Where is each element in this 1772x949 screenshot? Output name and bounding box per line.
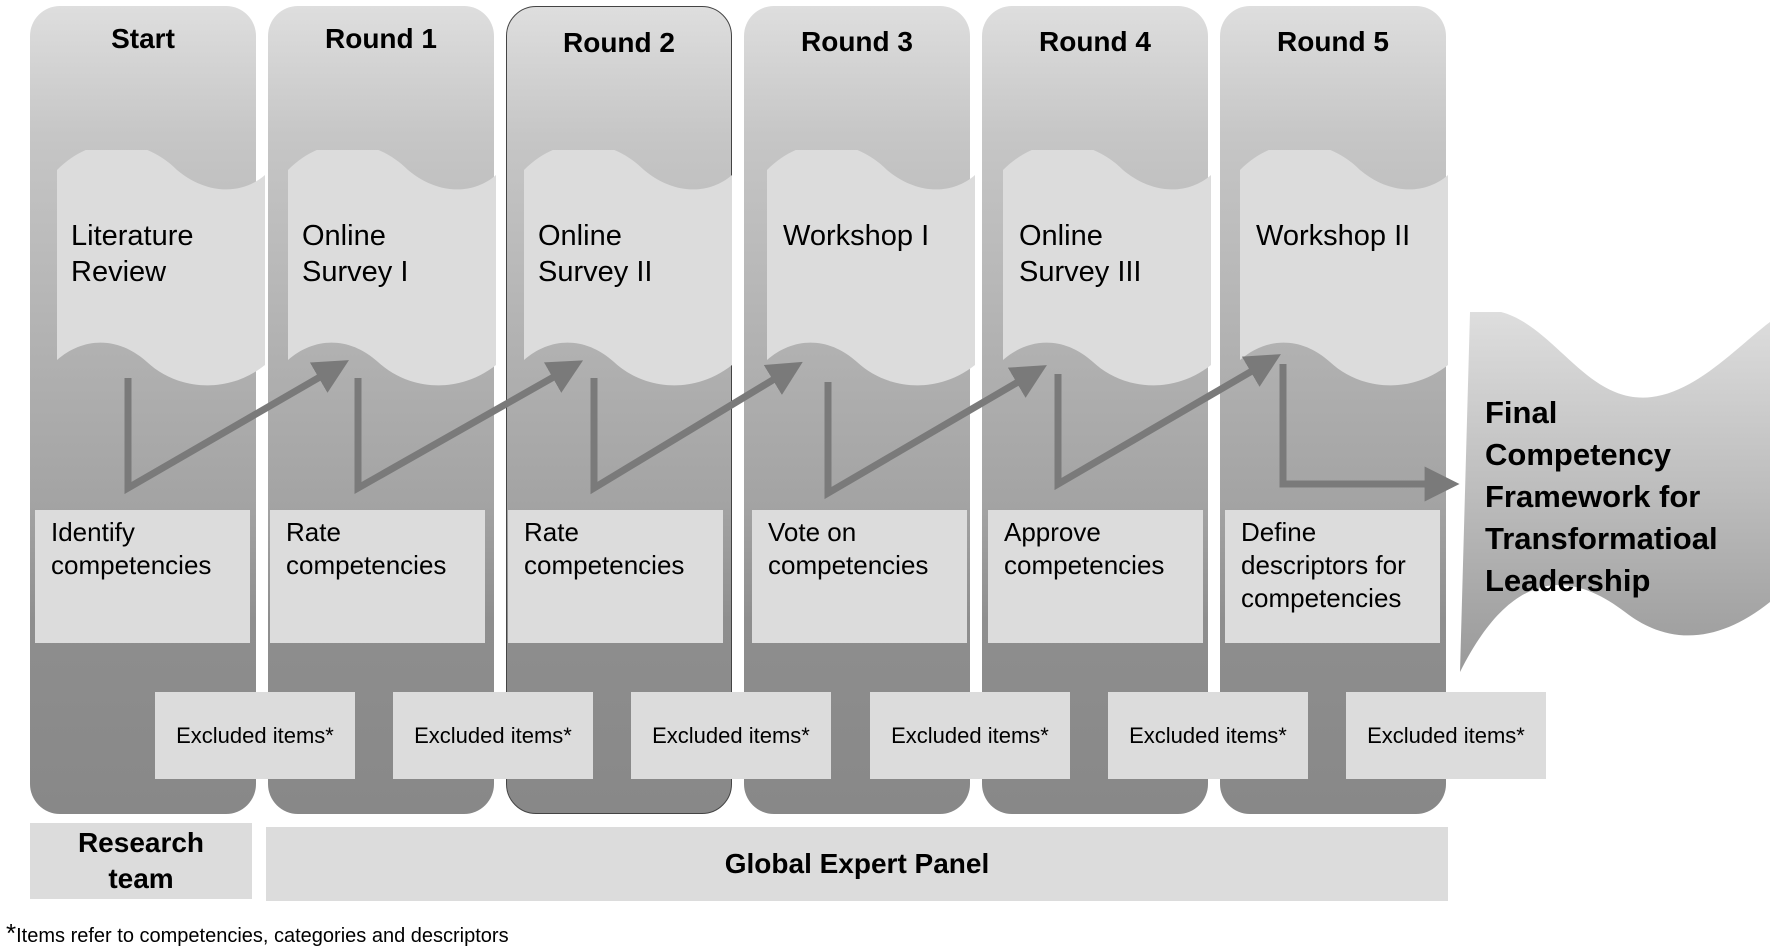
- activity-line: descriptors for: [1241, 550, 1406, 580]
- team-line: team: [108, 863, 174, 894]
- stage-column-round-3: Round 3: [744, 6, 970, 814]
- wave-banner-shape: [57, 150, 265, 386]
- final-line: Final: [1485, 395, 1558, 430]
- activity-line: competencies: [51, 550, 212, 580]
- excluded-items-box: Excluded items*: [155, 692, 355, 779]
- stage-column-round-1: Round 1: [268, 6, 494, 814]
- final-wave-shape: [1460, 310, 1770, 672]
- activity-line: competencies: [524, 550, 685, 580]
- method-line: Online: [302, 220, 386, 252]
- footnote: *Items refer to competencies, categories…: [6, 918, 509, 949]
- method-line: Literature: [71, 220, 194, 252]
- stage-title: Round 4: [1039, 26, 1151, 57]
- wave-banner-shape: [1240, 150, 1448, 386]
- method-line: Workshop II: [1256, 220, 1411, 252]
- method-line: Online: [538, 220, 622, 252]
- wave-banner-shape: [767, 150, 975, 386]
- final-framework-banner: [1460, 310, 1770, 682]
- flow-arrow: [354, 360, 584, 495]
- final-line: Transformatioal: [1485, 521, 1718, 556]
- method-line: Workshop I: [783, 220, 930, 252]
- wave-banner-shape: [524, 150, 732, 386]
- activity-line: Define: [1241, 517, 1317, 547]
- excluded-items-box: Excluded items*: [870, 692, 1070, 779]
- global-expert-panel-label: Global Expert Panel: [266, 827, 1448, 901]
- activity-box-round-3: Vote on competencies: [752, 510, 967, 643]
- activity-line: Approve: [1004, 517, 1101, 547]
- flow-arrow: [124, 360, 349, 495]
- team-line: Research: [77, 827, 205, 858]
- activity-line: competencies: [1241, 583, 1402, 613]
- activity-line: Rate: [286, 517, 341, 547]
- method-banner-round-5: Workshop II: [1240, 150, 1448, 390]
- flow-arrow: [590, 361, 803, 495]
- activity-line: competencies: [286, 550, 447, 580]
- method-line: Online: [1019, 220, 1103, 252]
- stage-column-round-5: Round 5: [1220, 6, 1446, 814]
- final-line: Competency: [1485, 437, 1672, 472]
- activity-line: Identify: [51, 517, 135, 547]
- method-line: Survey II: [538, 256, 653, 288]
- footnote-text: Items refer to competencies, categories …: [16, 925, 509, 947]
- stage-title: Round 3: [801, 26, 913, 57]
- stage-column-round-2: Round 2: [506, 6, 732, 814]
- activity-box-round-5: Define descriptors for competencies: [1225, 510, 1440, 643]
- method-line: Survey I: [302, 256, 409, 288]
- stage-column-start: Start: [30, 6, 256, 814]
- method-banner-round-3: Workshop I: [767, 150, 975, 390]
- stage-title: Round 5: [1277, 26, 1389, 57]
- stage-title: Round 1: [325, 23, 437, 54]
- excluded-items-box: Excluded items*: [393, 692, 593, 779]
- activity-line: Vote on: [768, 517, 857, 547]
- stage-title: Start: [111, 23, 175, 54]
- excluded-items-box: Excluded items*: [1346, 692, 1546, 779]
- activity-line: competencies: [768, 550, 929, 580]
- activity-line: competencies: [1004, 550, 1165, 580]
- activity-box-round-2: Rate competencies: [508, 510, 723, 643]
- final-framework-text: Final Competency Framework for Transform…: [1485, 392, 1718, 602]
- method-line: Survey III: [1019, 256, 1142, 288]
- activity-box-round-4: Approve competencies: [988, 510, 1203, 643]
- activity-line: Rate: [524, 517, 579, 547]
- activity-box-round-1: Rate competencies: [270, 510, 485, 643]
- wave-banner-shape: [1003, 150, 1211, 386]
- final-line: Framework for: [1485, 479, 1701, 514]
- method-line: Review: [71, 256, 167, 288]
- stage-column-round-4: Round 4: [982, 6, 1208, 814]
- research-team-label: Research team: [30, 823, 252, 899]
- wave-banner-shape: [288, 150, 496, 386]
- final-line: Leadership: [1485, 563, 1651, 598]
- stage-title: Round 2: [563, 27, 675, 58]
- flow-arrow: [1279, 364, 1460, 502]
- flow-arrow: [1054, 354, 1281, 491]
- footnote-star: *: [6, 918, 17, 948]
- activity-box-start: Identify competencies: [35, 510, 250, 643]
- excluded-items-box: Excluded items*: [1108, 692, 1308, 779]
- excluded-items-box: Excluded items*: [631, 692, 831, 779]
- flow-arrow: [824, 365, 1047, 500]
